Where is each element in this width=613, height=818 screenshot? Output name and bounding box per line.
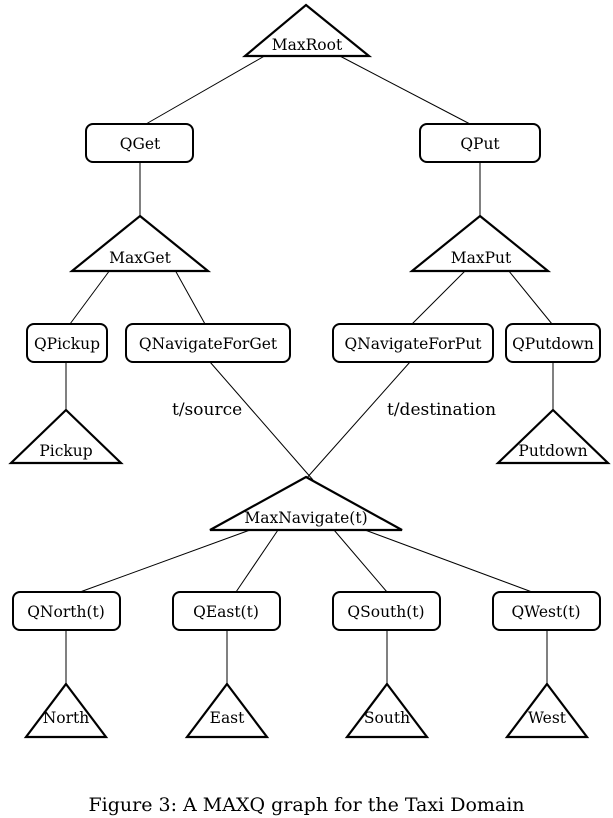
- max-node-label: MaxPut: [451, 249, 512, 267]
- max-node-label: West: [528, 709, 567, 727]
- edge-maxroot-qput: [335, 53, 471, 125]
- max-node-pickup: Pickup: [8, 408, 124, 465]
- max-node-east: East: [184, 682, 270, 739]
- q-node-qnavigateforget: QNavigateForGet: [125, 323, 291, 363]
- max-node-label: MaxGet: [109, 249, 171, 267]
- max-node-maxroot: MaxRoot: [241, 3, 373, 58]
- edge-maxget-qpickup: [69, 269, 111, 325]
- max-node-maxget: MaxGet: [68, 214, 212, 273]
- edge-maxnavigate-qnorth: [79, 529, 251, 593]
- edge-qnavigateforput-maxnavigate: [304, 361, 411, 481]
- q-node-label: QPut: [460, 135, 500, 153]
- edge-label-source: t/source: [172, 400, 242, 420]
- q-node-label: QNorth(t): [27, 603, 105, 621]
- q-node-qnorth: QNorth(t): [12, 591, 121, 631]
- q-node-label: QNavigateForGet: [139, 335, 278, 353]
- edge-maxput-qnavigateforput: [411, 269, 467, 325]
- q-node-label: QSouth(t): [347, 603, 424, 621]
- max-node-label: Pickup: [39, 442, 92, 460]
- edge-maxnavigate-qsouth: [333, 529, 388, 593]
- q-node-qpickup: QPickup: [26, 323, 108, 363]
- edge-maxroot-qget: [145, 53, 269, 125]
- max-node-maxput: MaxPut: [408, 214, 552, 273]
- q-node-qeast: QEast(t): [172, 591, 281, 631]
- max-node-maxnavigate: MaxNavigate(t): [209, 475, 403, 532]
- q-node-label: QNavigateForPut: [344, 335, 482, 353]
- q-node-label: QWest(t): [511, 603, 580, 621]
- q-node-qget: QGet: [85, 123, 194, 163]
- q-node-label: QGet: [120, 135, 161, 153]
- max-node-label: Putdown: [518, 442, 587, 460]
- edge-qnavigateforget-maxnavigate: [209, 361, 314, 481]
- q-node-qnavigateforput: QNavigateForPut: [332, 323, 494, 363]
- q-node-qputdown: QPutdown: [505, 323, 601, 363]
- q-node-label: QEast(t): [193, 603, 259, 621]
- max-node-label: MaxNavigate(t): [244, 509, 367, 527]
- q-node-qput: QPut: [419, 123, 541, 163]
- edge-label-destination: t/destination: [387, 400, 496, 420]
- edge-maxput-qputdown: [507, 269, 553, 325]
- max-node-west: West: [504, 682, 590, 739]
- max-node-label: MaxRoot: [272, 36, 343, 54]
- max-node-north: North: [23, 682, 109, 739]
- edge-maxnavigate-qeast: [235, 529, 279, 593]
- max-node-label: North: [43, 709, 90, 727]
- q-node-label: QPickup: [34, 335, 100, 353]
- max-node-label: South: [364, 709, 410, 727]
- maxq-graph: t/source t/destination MaxRoot MaxGet Ma…: [8, 3, 611, 739]
- figure-caption: Figure 3: A MAXQ graph for the Taxi Doma…: [88, 794, 525, 816]
- q-node-qsouth: QSouth(t): [332, 591, 441, 631]
- q-node-label: QPutdown: [512, 335, 594, 353]
- q-node-qwest: QWest(t): [492, 591, 601, 631]
- max-node-label: East: [210, 709, 246, 727]
- max-node-putdown: Putdown: [495, 408, 611, 465]
- edge-maxnavigate-qwest: [364, 529, 533, 593]
- edges: [65, 53, 554, 684]
- edge-maxget-qnavigateforget: [174, 269, 206, 325]
- max-node-south: South: [344, 682, 430, 739]
